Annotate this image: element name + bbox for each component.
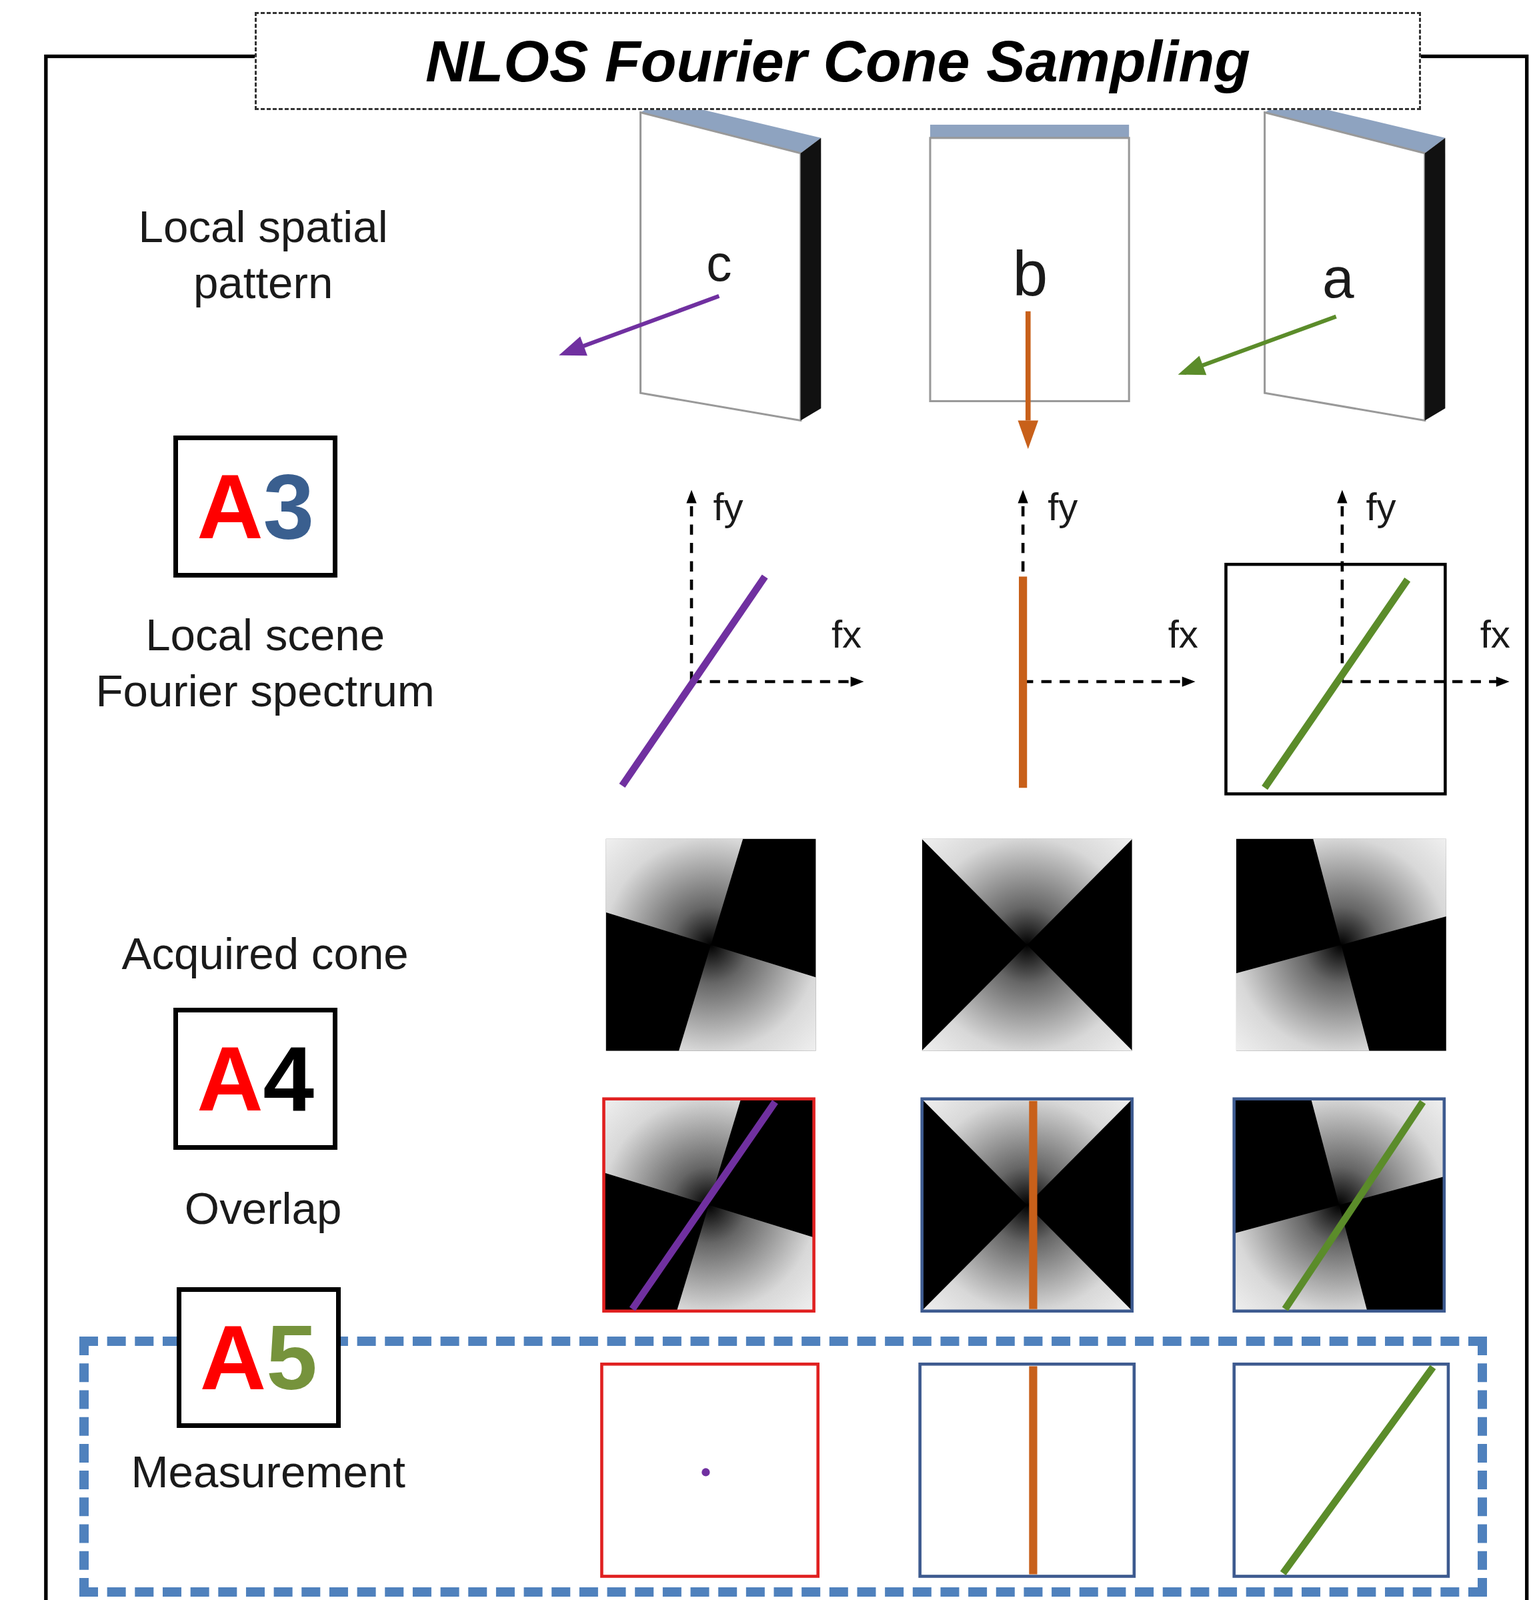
measurement-line: [1282, 1366, 1433, 1574]
label: b: [1012, 234, 1048, 314]
overlap-frame: [922, 1098, 1133, 1311]
label: fy: [712, 482, 743, 532]
wall-a: [1264, 100, 1446, 421]
label: a: [1322, 242, 1355, 314]
overlap-image: [922, 1098, 1133, 1311]
label: Overlap: [184, 1180, 343, 1237]
cone-image: [606, 838, 817, 1051]
measurement-frame: [1234, 1363, 1449, 1576]
direction-arrows: [558, 296, 1337, 449]
spectrum-line: [1018, 576, 1027, 789]
callout-number: A4: [196, 1032, 315, 1125]
wall-c: [640, 100, 822, 421]
label: c: [706, 231, 732, 296]
measurement-line: [1028, 1365, 1037, 1574]
title: NLOS Fourier Cone Sampling: [425, 27, 1251, 96]
overlap-line: [1028, 1100, 1037, 1309]
label: fx: [1168, 610, 1199, 659]
overlap-line: [632, 1101, 775, 1309]
label: Local spatial pattern: [118, 198, 409, 311]
label: Local scene Fourier spectrum: [82, 606, 449, 719]
spectrum-line: [1264, 579, 1408, 788]
callout-box: A4: [173, 1007, 338, 1150]
overlap-image: [1234, 1098, 1445, 1311]
measurement-frame: [601, 1363, 818, 1576]
label: Acquired cone: [122, 925, 409, 982]
callout-number: A5: [200, 1311, 318, 1404]
overlap-frame: [603, 1098, 814, 1311]
cone-image: [922, 838, 1133, 1051]
measurement-dot: [701, 1467, 710, 1476]
label: fx: [1480, 610, 1511, 659]
cone-image: [1236, 838, 1447, 1051]
callout-box: A3: [173, 435, 338, 578]
overlap-line: [1284, 1101, 1423, 1309]
label: fy: [1365, 482, 1396, 532]
region-label: Measurement: [131, 1443, 406, 1500]
axes: [691, 502, 1497, 682]
title-box: NLOS Fourier Cone Sampling: [254, 12, 1421, 111]
overlap-frame: [1234, 1098, 1445, 1311]
label: fx: [831, 610, 862, 659]
outer-frame: [46, 56, 1527, 1600]
spectrum-box: [1225, 564, 1445, 794]
label: fy: [1047, 482, 1078, 532]
spectrum-line: [622, 576, 765, 787]
callout-number: A3: [196, 460, 315, 553]
measurement-region: MeasurementA5: [79, 1336, 1487, 1597]
callout-box: A5: [176, 1286, 341, 1428]
measurement-frame: [920, 1363, 1135, 1576]
overlap-image: [603, 1098, 814, 1311]
